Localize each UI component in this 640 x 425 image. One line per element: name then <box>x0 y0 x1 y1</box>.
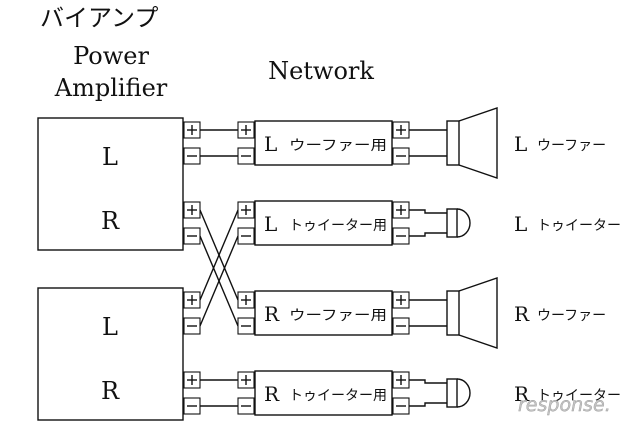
amp-3-to-network-2-plus-wire-crossed <box>199 209 239 301</box>
network-l-woofer-output-minus-terminal <box>392 147 410 165</box>
network-l-woofer-input-plus-terminal <box>237 121 255 139</box>
amp-2-box <box>37 287 184 421</box>
network-r-woofer-box <box>254 290 393 336</box>
amp-2-channel-r-label: R <box>101 377 120 405</box>
amp-output-2-plus-terminal <box>183 201 201 219</box>
network-r-tweeter-type-label: トゥイーター用 <box>289 388 387 404</box>
network-r-woofer-input-plus-terminal <box>237 291 255 309</box>
network-r-woofer-input-minus-terminal <box>237 317 255 335</box>
amp-output-1-minus-terminal <box>183 147 201 165</box>
network-l-tweeter-input-plus-terminal <box>237 201 255 219</box>
network-r-woofer-channel-label: R <box>264 302 280 326</box>
network-l-woofer-input-minus-terminal <box>237 147 255 165</box>
amp-output-3-minus-terminal <box>183 317 201 335</box>
network-l-woofer-type-label: ウーファー用 <box>289 138 387 154</box>
amp-output-4-minus-terminal <box>183 397 201 415</box>
speaker-l-woofer-magnet <box>446 120 460 166</box>
speaker-r-tweeter-magnet <box>446 378 458 408</box>
speaker-l-tweeter-type-label: トゥイーター <box>537 218 621 234</box>
network-r-woofer-output-plus-terminal <box>392 291 410 309</box>
speaker-r-woofer-type-label: ウーファー <box>537 308 606 324</box>
amp-1-box <box>37 117 184 251</box>
network-r-tweeter-channel-label: R <box>264 382 280 406</box>
amp-output-4-plus-terminal <box>183 371 201 389</box>
network-l-woofer-box <box>254 120 393 166</box>
network-l-tweeter-type-label: トゥイーター用 <box>289 218 387 234</box>
amp-3-to-network-2-minus-wire-crossed <box>199 235 239 327</box>
amp-output-2-minus-terminal <box>183 227 201 245</box>
network-r-woofer-type-label: ウーファー用 <box>289 308 387 324</box>
amp-2-channel-l-label: L <box>102 313 118 341</box>
speaker-r-tweeter-channel-label: R <box>514 382 530 406</box>
speaker-l-tweeter-plus-wire <box>409 209 447 214</box>
power-amplifier-label-line-1: Power <box>73 42 149 70</box>
network-r-tweeter-output-plus-terminal <box>392 371 410 389</box>
speaker-l-tweeter-magnet <box>446 208 458 238</box>
speaker-l-woofer-type-label: ウーファー <box>537 138 606 154</box>
speaker-l-tweeter-channel-label: L <box>514 212 527 236</box>
speaker-r-woofer-cone <box>458 277 498 349</box>
speaker-l-tweeter-minus-wire <box>409 232 447 237</box>
network-label: Network <box>268 57 374 85</box>
network-l-tweeter-output-plus-terminal <box>392 201 410 219</box>
network-l-tweeter-output-minus-terminal <box>392 227 410 245</box>
network-l-woofer-channel-label: L <box>264 132 277 156</box>
speaker-l-tweeter-dome <box>456 208 471 238</box>
network-l-tweeter-input-minus-terminal <box>237 227 255 245</box>
network-r-tweeter-box <box>254 370 393 416</box>
speaker-r-tweeter-type-label: トゥイーター <box>537 388 621 404</box>
network-r-tweeter-input-minus-terminal <box>237 397 255 415</box>
speaker-r-tweeter-minus-wire <box>409 402 447 407</box>
speaker-l-woofer-cone <box>458 107 498 179</box>
network-l-woofer-output-plus-terminal <box>392 121 410 139</box>
network-l-tweeter-box <box>254 200 393 246</box>
amp-output-3-plus-terminal <box>183 291 201 309</box>
power-amplifier-label-line-2: Amplifier <box>54 74 168 102</box>
response-watermark: response. <box>518 394 611 416</box>
speaker-r-woofer-magnet <box>446 290 460 336</box>
speaker-r-tweeter-plus-wire <box>409 379 447 384</box>
amp-output-1-plus-terminal <box>183 121 201 139</box>
network-r-tweeter-output-minus-terminal <box>392 397 410 415</box>
speaker-l-woofer-channel-label: L <box>514 132 527 156</box>
network-l-tweeter-channel-label: L <box>264 212 277 236</box>
network-r-tweeter-input-plus-terminal <box>237 371 255 389</box>
amp-1-channel-r-label: R <box>101 207 120 235</box>
amp-1-channel-l-label: L <box>102 143 118 171</box>
network-r-woofer-output-minus-terminal <box>392 317 410 335</box>
diagram-title: バイアンプ <box>40 4 158 32</box>
speaker-r-woofer-channel-label: R <box>514 302 530 326</box>
speaker-r-tweeter-dome <box>456 378 471 408</box>
